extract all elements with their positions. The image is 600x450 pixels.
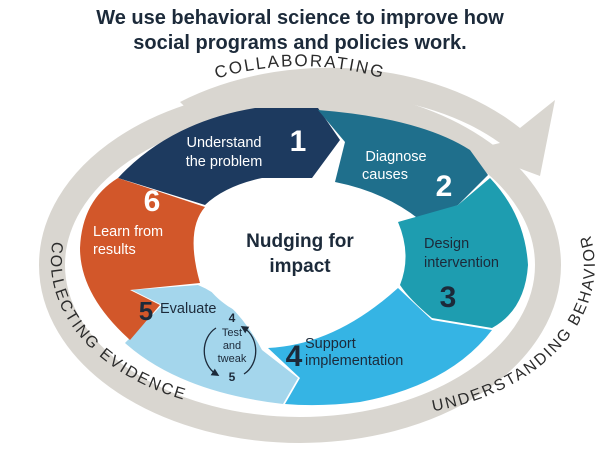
loop-text-and: and	[223, 340, 241, 352]
step-5-number: 5	[139, 296, 153, 326]
loop-arrow-right	[240, 325, 257, 375]
step-2-line-1: Diagnose	[365, 149, 426, 165]
headline: We use behavioral science to improve how…	[0, 6, 600, 56]
loop-number-top: 4	[229, 311, 236, 325]
step-6-line-1: Learn from	[93, 224, 163, 240]
step-4-number: 4	[286, 340, 303, 373]
center-ellipse	[198, 190, 402, 326]
center-title-line-1: Nudging for	[246, 231, 354, 252]
step-4-line-1: Support	[305, 336, 356, 352]
loop-text-test: Test	[222, 327, 242, 339]
outer-ring	[39, 67, 561, 443]
step-6-number: 6	[144, 185, 161, 218]
loop-arrow-left	[203, 327, 220, 377]
segment-support-implementation[interactable]	[268, 288, 492, 406]
segment-learn-from-results[interactable]	[80, 178, 205, 340]
step-1-number: 1	[290, 125, 307, 158]
center-title-line-2: impact	[269, 256, 331, 277]
test-and-tweak-loop: 4 Test and tweak 5	[203, 311, 257, 384]
headline-line-2: social programs and policies work.	[133, 32, 467, 54]
step-1-line-2: the problem	[186, 154, 263, 170]
headline-line-1: We use behavioral science to improve how	[96, 7, 504, 29]
step-6-line-2: results	[93, 242, 136, 258]
step-4-line-2: implementation	[305, 353, 403, 369]
step-3-line-2: intervention	[424, 255, 499, 271]
loop-text-tweak: tweak	[218, 353, 247, 365]
loop-number-bottom: 5	[229, 370, 236, 384]
segment-design-intervention[interactable]	[398, 178, 528, 328]
segment-understand-problem[interactable]	[118, 108, 340, 205]
outer-ring-ellipse	[39, 87, 561, 443]
step-1-line-1: Understand	[187, 135, 262, 151]
step-2-number: 2	[436, 170, 453, 203]
step-2-line-2: causes	[362, 167, 408, 183]
segment-evaluate[interactable]	[125, 285, 298, 404]
step-5-label: Evaluate	[160, 301, 216, 317]
step-3-number: 3	[440, 281, 457, 314]
step-3-line-1: Design	[424, 236, 469, 252]
segment-diagnose-causes[interactable]	[318, 110, 488, 220]
